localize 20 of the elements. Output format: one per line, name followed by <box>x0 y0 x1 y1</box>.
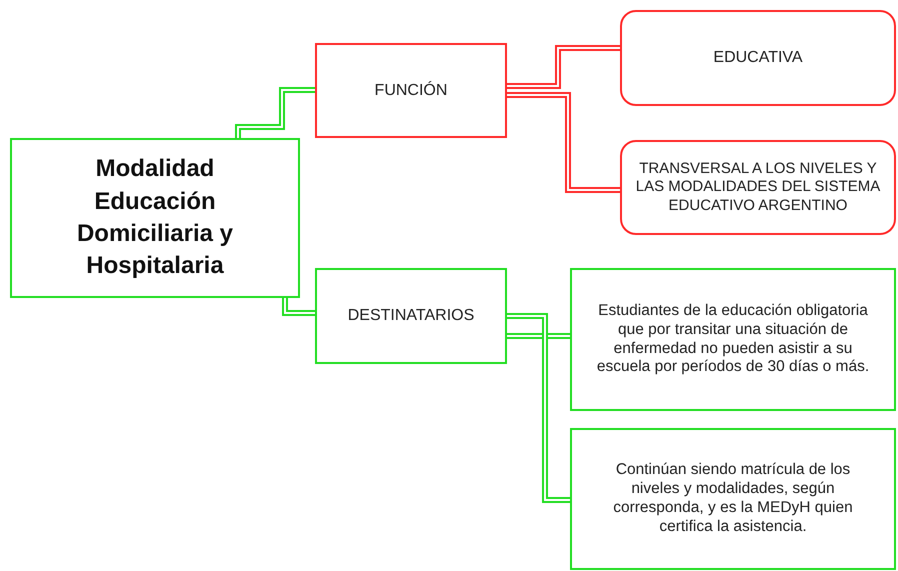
connector-line <box>282 298 315 316</box>
rounded-box <box>620 10 896 106</box>
text-box <box>570 428 896 570</box>
connector-line <box>507 313 570 503</box>
text-box <box>570 268 896 411</box>
node-text: Estudiantes de la educación obligatoria que por transitar una situación de enfermedad no pueden asistir a su escuela por períodos de 30 días o más. <box>596 302 870 378</box>
node-text: Modalidad Educación Domiciliaria y Hospitalaria <box>76 154 234 282</box>
connector-line <box>235 87 315 138</box>
node-text: EDUCATIVA <box>713 48 803 68</box>
connector-line <box>507 92 620 193</box>
category-box <box>315 43 507 138</box>
connector-line <box>507 333 570 339</box>
node-text: TRANSVERSAL A LOS NIVELES Y LAS MODALIDADES DEL SISTEMA EDUCATIVO ARGENTINO <box>634 160 882 215</box>
connector-line <box>507 45 620 89</box>
node-text: Continúan siendo matrícula de los niveles y modalidades, según corresponda, y es la MEDyH quien certifica la asistencia. <box>612 461 854 537</box>
rounded-box <box>620 140 896 235</box>
node-text: DESTINATARIOS <box>348 306 474 326</box>
node-text: FUNCIÓN <box>374 80 448 100</box>
category-box <box>315 268 507 364</box>
title-box <box>10 138 300 298</box>
